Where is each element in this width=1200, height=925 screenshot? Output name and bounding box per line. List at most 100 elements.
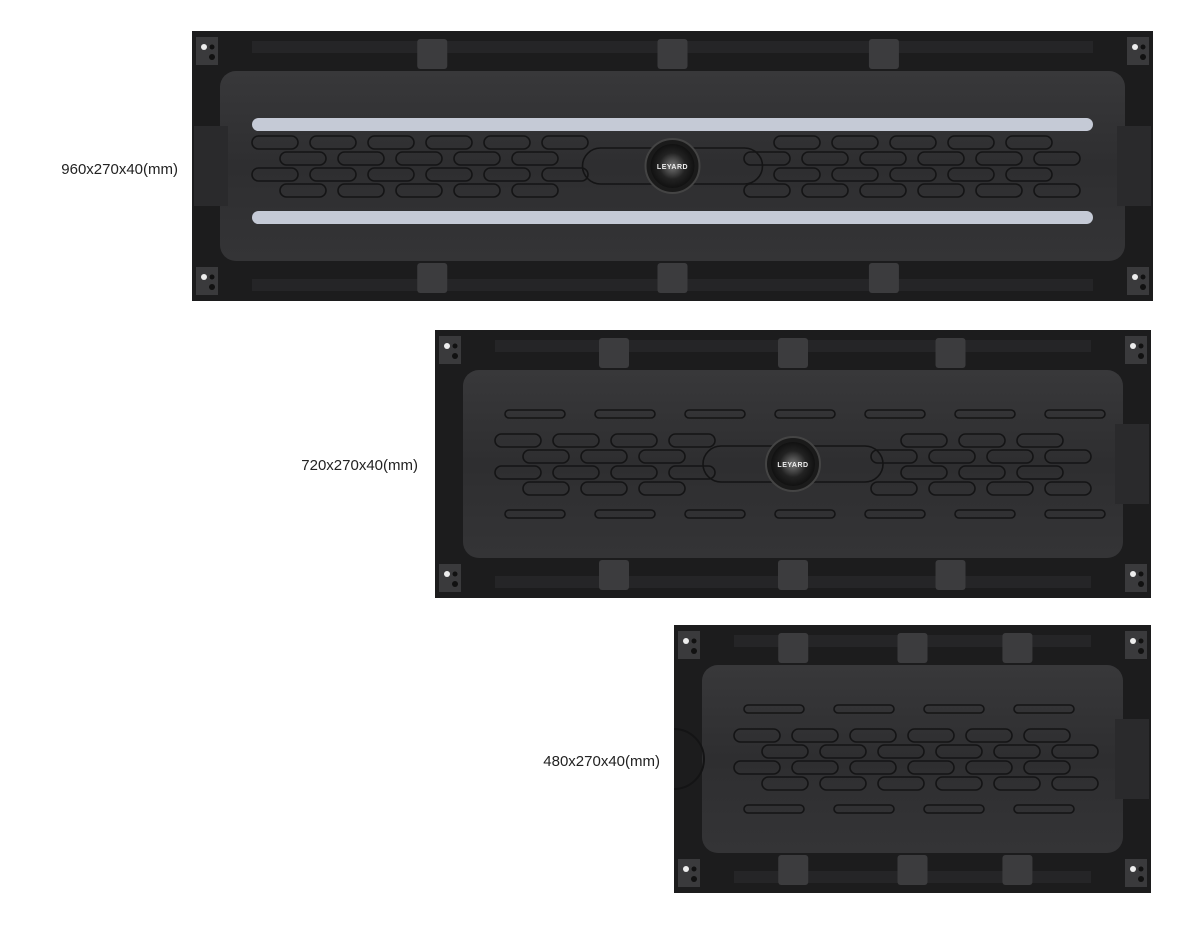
groove-oval — [761, 744, 809, 759]
bottom-clip — [599, 560, 629, 590]
slot — [774, 409, 836, 419]
bottom-clip — [778, 855, 809, 885]
groove-oval — [907, 760, 955, 775]
groove-oval — [453, 151, 501, 166]
corner-bracket — [1125, 859, 1147, 887]
groove-oval — [877, 744, 925, 759]
groove-oval — [947, 167, 995, 182]
groove-oval — [251, 135, 299, 150]
top-clip — [1002, 633, 1033, 663]
groove-oval — [309, 167, 357, 182]
slot — [1044, 509, 1106, 519]
corner-bracket — [678, 631, 700, 659]
corner-bracket — [196, 267, 218, 295]
mounting-hole — [1130, 343, 1136, 349]
groove-oval — [552, 465, 600, 480]
slot — [864, 409, 926, 419]
cabinet-720-image: LEYARD — [435, 330, 1151, 598]
slot — [954, 509, 1016, 519]
groove-oval — [580, 449, 628, 464]
top-clip — [935, 338, 966, 368]
groove-oval — [907, 728, 955, 743]
groove-oval — [367, 167, 415, 182]
corner-bracket — [1125, 631, 1147, 659]
groove-oval — [610, 433, 658, 448]
bottom-clip — [1002, 855, 1033, 885]
groove-oval — [958, 465, 1006, 480]
slot — [743, 804, 805, 814]
groove-oval — [935, 776, 983, 791]
groove-oval — [975, 151, 1023, 166]
groove-oval — [337, 151, 385, 166]
brand-logo: LEYARD — [777, 462, 808, 469]
slot — [684, 409, 746, 419]
groove-oval — [580, 481, 628, 496]
groove-oval — [541, 167, 589, 182]
cabinet-960-image: LEYARD — [192, 31, 1153, 301]
slot — [594, 409, 656, 419]
groove-oval — [791, 728, 839, 743]
groove-oval — [928, 449, 976, 464]
side-handle — [1117, 126, 1151, 206]
groove-oval — [831, 167, 879, 182]
groove-oval — [279, 183, 327, 198]
slot — [923, 804, 985, 814]
corner-bracket — [439, 564, 461, 592]
slot — [1013, 704, 1075, 714]
groove-oval — [935, 744, 983, 759]
groove-oval — [801, 183, 849, 198]
mounting-hole — [201, 44, 207, 50]
groove-oval — [791, 760, 839, 775]
side-handle — [194, 126, 228, 206]
groove-oval — [761, 776, 809, 791]
mounting-hole — [201, 274, 207, 280]
groove-oval — [733, 728, 781, 743]
mounting-hole — [1132, 274, 1138, 280]
groove-oval — [928, 481, 976, 496]
groove-oval — [1044, 481, 1092, 496]
groove-oval — [900, 433, 948, 448]
mounting-hole — [683, 866, 689, 872]
groove-oval — [668, 433, 716, 448]
groove-oval — [483, 135, 531, 150]
mounting-hole — [683, 638, 689, 644]
groove-oval — [494, 433, 542, 448]
groove-oval — [733, 760, 781, 775]
groove-oval — [251, 167, 299, 182]
mounting-hole — [1130, 638, 1136, 644]
groove-oval — [917, 151, 965, 166]
bottom-clip — [935, 560, 966, 590]
top-clip — [599, 338, 629, 368]
corner-bracket — [1125, 336, 1147, 364]
groove-oval — [801, 151, 849, 166]
mounting-hole — [444, 343, 450, 349]
groove-oval — [552, 433, 600, 448]
slot — [954, 409, 1016, 419]
bottom-clip — [868, 263, 899, 293]
groove-oval — [849, 728, 897, 743]
groove-oval — [859, 183, 907, 198]
cabinet-480-size-label: 480x270x40(mm) — [543, 753, 660, 770]
groove-oval — [1033, 151, 1081, 166]
groove-oval — [309, 135, 357, 150]
groove-oval — [743, 183, 791, 198]
slot — [1013, 804, 1075, 814]
groove-oval — [986, 449, 1034, 464]
mounting-hole — [1130, 571, 1136, 577]
mounting-hole — [1132, 44, 1138, 50]
groove-oval — [900, 465, 948, 480]
corner-bracket — [1127, 37, 1149, 65]
groove-oval — [965, 728, 1013, 743]
groove-oval — [541, 135, 589, 150]
corner-bracket — [196, 37, 218, 65]
groove-oval — [511, 151, 559, 166]
slot — [1044, 409, 1106, 419]
top-clip — [657, 39, 688, 69]
groove-oval — [958, 433, 1006, 448]
mounting-hole — [444, 571, 450, 577]
cabinet-960-size-label: 960x270x40(mm) — [61, 161, 178, 178]
groove-oval — [1016, 433, 1064, 448]
groove-oval — [1016, 465, 1064, 480]
groove-oval — [993, 776, 1041, 791]
groove-oval — [1044, 449, 1092, 464]
